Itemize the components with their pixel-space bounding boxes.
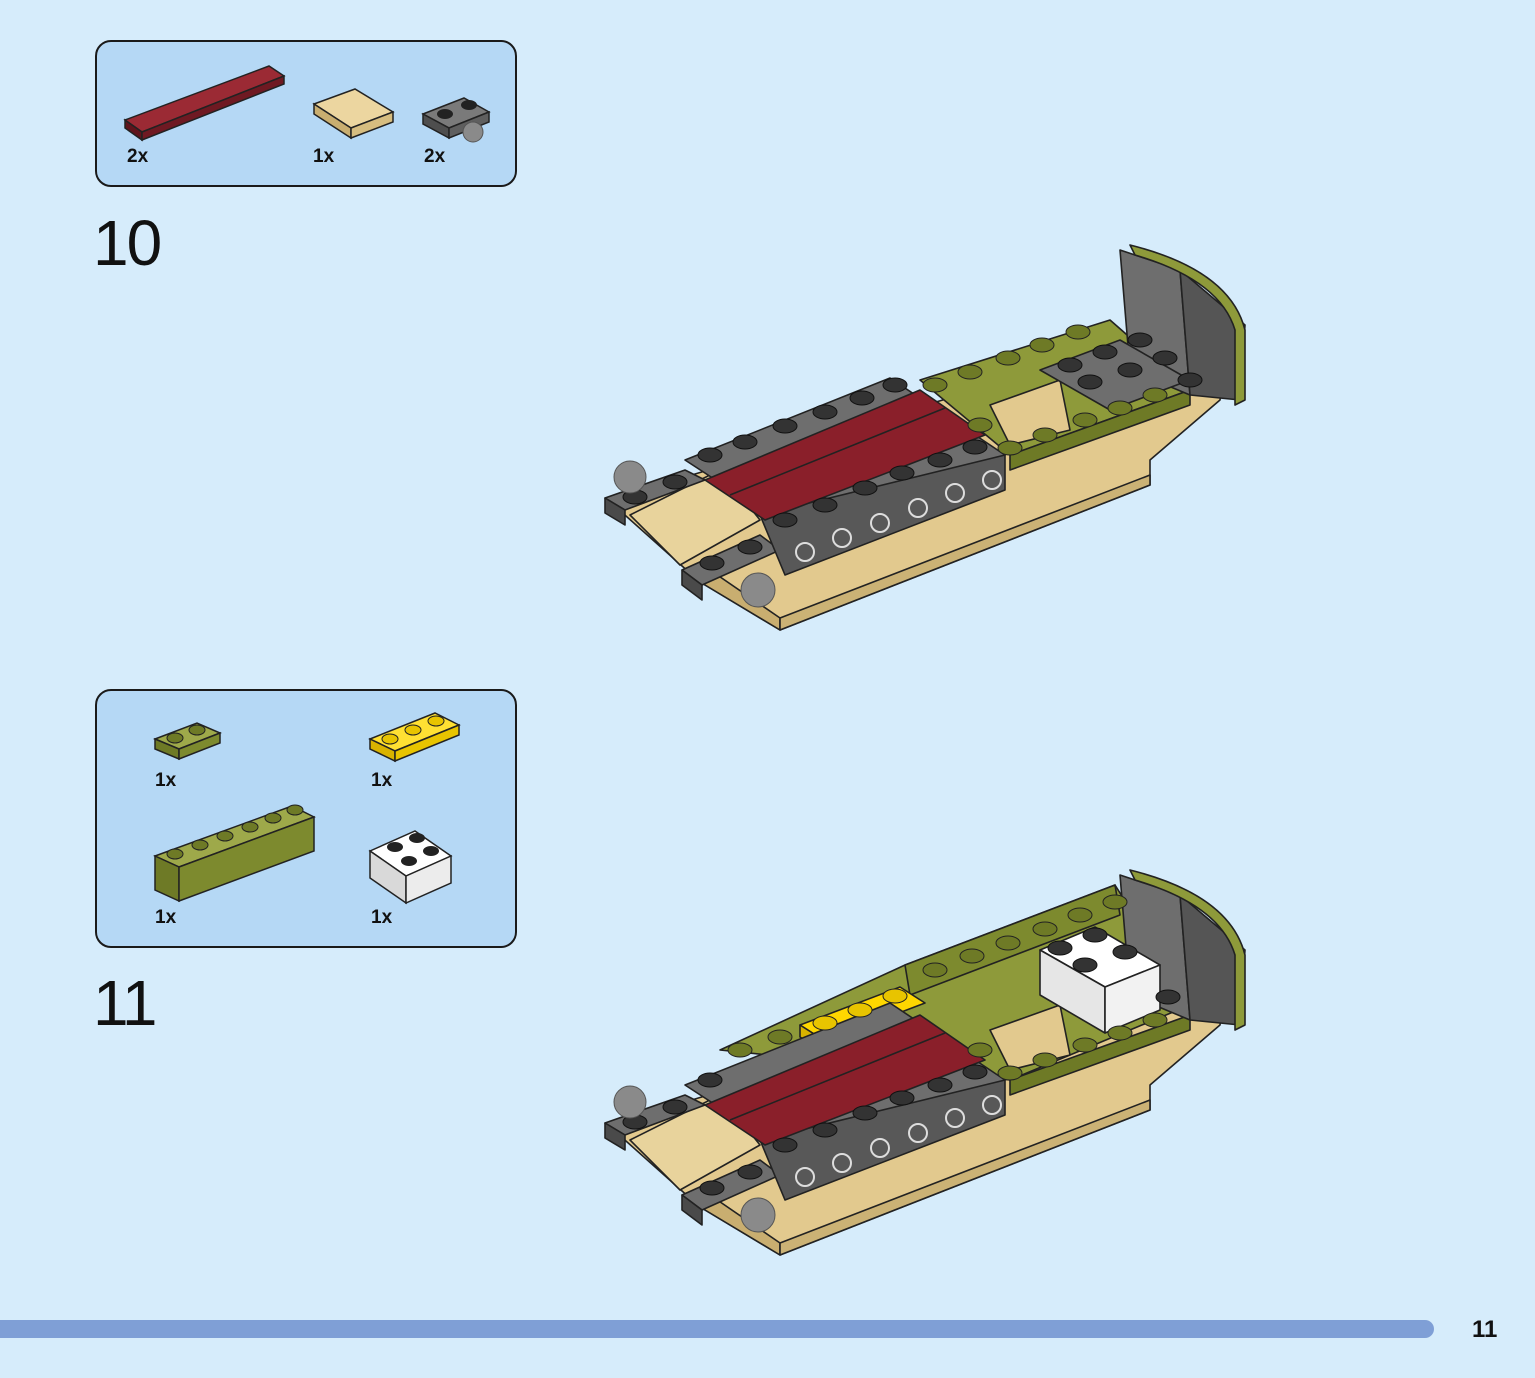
boat-model-step-11 (604, 869, 1246, 1256)
olive-brick-1x6-icon (153, 804, 316, 903)
parts-box-step-11: 1x 1x 1x 1x (95, 689, 517, 948)
boat-model-step-10 (604, 244, 1246, 631)
dark-gray-plate-with-ball-icon (421, 97, 491, 143)
step-number: 10 (93, 207, 162, 279)
parts-art-step-11 (152, 712, 461, 905)
part-qty: 2x (424, 146, 446, 167)
part-qty: 2x (127, 146, 149, 167)
olive-plate-1x2-icon (152, 722, 222, 761)
progress-bar (0, 1320, 1434, 1338)
part-qty: 1x (155, 907, 177, 928)
yellow-plate-1x3-icon (368, 712, 461, 763)
page-number: 11 (1472, 1316, 1498, 1343)
dark-red-tile-1x8-icon (123, 65, 286, 142)
part-qty: 1x (371, 770, 393, 791)
tan-tile-2x2-icon (312, 88, 395, 140)
white-brick-2x2-icon (368, 830, 453, 905)
parts-box-step-10: 2x 1x 2x (95, 40, 517, 187)
part-qty: 1x (155, 770, 177, 791)
parts-art-step-10 (123, 65, 491, 143)
step-number: 11 (93, 967, 157, 1039)
part-qty: 1x (371, 907, 393, 928)
part-qty: 1x (313, 146, 335, 167)
